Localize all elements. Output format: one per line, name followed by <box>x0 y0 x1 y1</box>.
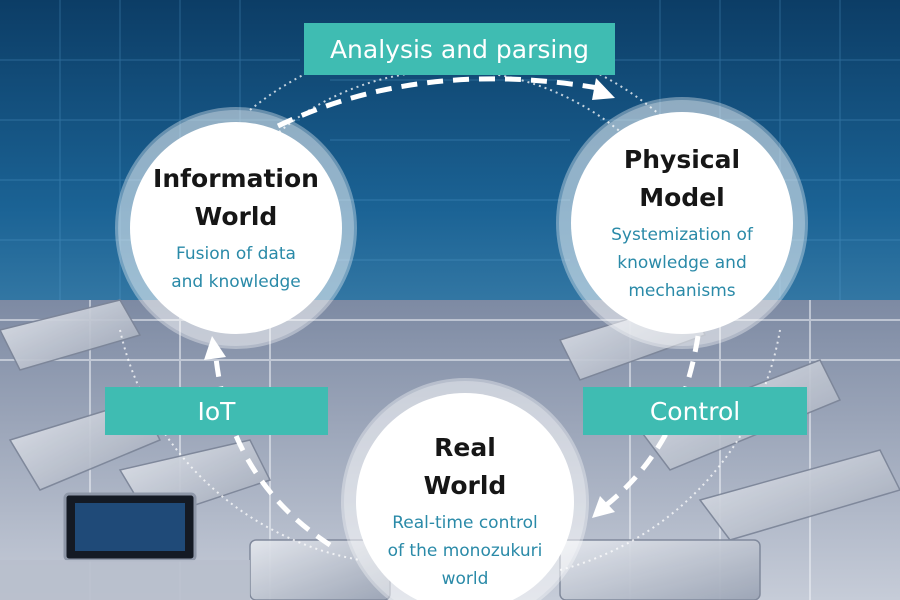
subtitle-line: Fusion of data <box>176 244 296 264</box>
arrowhead-analysis <box>592 78 615 100</box>
subtitle-line: Systemization of <box>611 225 753 245</box>
analysis-label-text: Analysis and parsing <box>329 34 590 64</box>
information-world-node: Information World Fusion of data and kno… <box>130 122 342 334</box>
subtitle-line: of the monozukuri <box>387 541 543 561</box>
iot-label-text: IoT <box>197 396 236 426</box>
title-line: Model <box>639 183 725 212</box>
title-line: Information <box>153 164 319 193</box>
title-line: World <box>423 471 507 500</box>
arrowhead-control <box>592 496 615 518</box>
real-world-node: Real World Real-time control of the mono… <box>356 393 574 600</box>
physical-model-title: Physical Model <box>624 141 740 217</box>
real-world-title: Real World <box>424 429 507 505</box>
real-world-subtitle: Real-time control of the monozukuri worl… <box>388 509 543 593</box>
control-label: Control <box>583 387 807 435</box>
title-line: World <box>194 202 278 231</box>
subtitle-line: knowledge and <box>617 253 747 273</box>
analysis-and-parsing-label: Analysis and parsing <box>304 23 615 75</box>
information-world-title: Information World <box>153 160 319 236</box>
arrow-control <box>598 335 701 512</box>
control-label-text: Control <box>649 396 741 426</box>
information-world-subtitle: Fusion of data and knowledge <box>171 240 301 296</box>
title-line: Physical <box>623 145 741 174</box>
subtitle-line: Real-time control <box>392 513 538 533</box>
subtitle-line: mechanisms <box>628 281 736 301</box>
iot-label: IoT <box>105 387 328 435</box>
physical-model-node: Physical Model Systemization of knowledg… <box>571 112 793 334</box>
physical-model-subtitle: Systemization of knowledge and mechanism… <box>611 221 753 305</box>
subtitle-line: world <box>441 569 489 589</box>
subtitle-line: and knowledge <box>171 272 301 292</box>
arrowhead-iot <box>204 336 226 360</box>
arrow-analysis <box>276 76 599 129</box>
title-line: Real <box>434 433 496 462</box>
